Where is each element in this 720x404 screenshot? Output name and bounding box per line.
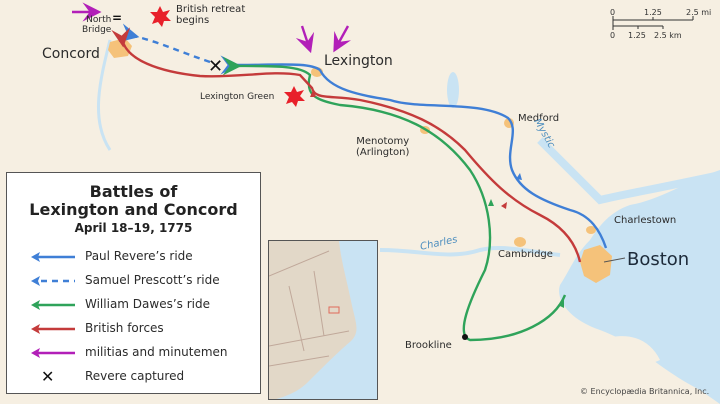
label-menotomy: Menotomy(Arlington) <box>356 136 410 158</box>
legend: Battles of Lexington and Concord April 1… <box>6 172 261 394</box>
dawes-route <box>222 56 567 342</box>
label-medford: Medford <box>518 113 560 124</box>
charles-river <box>379 245 561 257</box>
inset-region-marker <box>328 306 340 314</box>
legend-item-british: British forces <box>7 319 260 339</box>
harbor-water <box>559 170 720 404</box>
concord-river <box>97 39 112 151</box>
label-boston: Boston <box>627 249 690 270</box>
mystic-river <box>537 137 720 205</box>
revere-route <box>220 55 608 249</box>
label-concord: Concord <box>42 46 100 62</box>
battle-star-icon <box>284 86 305 107</box>
bridge-icon: = <box>112 11 122 25</box>
revere-captured-icon: ✕ <box>208 56 223 77</box>
label-lexington: Lexington <box>324 53 393 69</box>
legend-item-captured: ✕ Revere captured <box>7 367 260 387</box>
town-charlestown <box>586 226 596 234</box>
legend-item-militia: militias and minutemen <box>7 343 260 363</box>
label-charlestown: Charlestown <box>614 215 677 226</box>
map-date: April 18–19, 1775 <box>74 221 193 235</box>
map-title-line2: Lexington and Concord <box>29 200 238 219</box>
svg-text:✕: ✕ <box>41 369 54 383</box>
label-cambridge: Cambridge <box>498 249 553 260</box>
map-title-line1: Battles of <box>89 182 178 201</box>
militia-arrow <box>333 25 352 53</box>
town-cambridge <box>514 237 526 247</box>
legend-item-dawes: William Dawes’s ride <box>7 295 260 315</box>
british-route <box>111 27 582 263</box>
legend-item-revere: Paul Revere’s ride <box>7 247 260 267</box>
militia-arrow <box>295 25 315 54</box>
brookline-dot <box>462 334 468 340</box>
locator-inset-map <box>268 240 378 400</box>
scale-bar: 0 1.25 2.5 mi 0 1.25 2.5 km <box>610 8 712 40</box>
label-lexington-green: Lexington Green <box>200 92 275 102</box>
label-brookline: Brookline <box>405 340 452 351</box>
credit: © Encyclopædia Britannica, Inc. <box>580 387 710 396</box>
town-boston <box>580 245 612 283</box>
legend-item-prescott: Samuel Prescott’s ride <box>7 271 260 291</box>
battle-star-icon <box>150 6 171 27</box>
town-concord <box>108 38 132 58</box>
prescott-route <box>118 23 211 64</box>
